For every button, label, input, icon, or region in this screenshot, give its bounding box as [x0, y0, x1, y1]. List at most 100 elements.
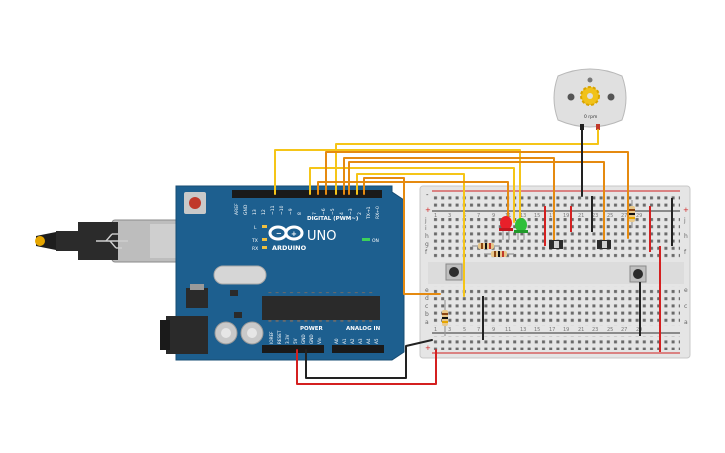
column-number: 1: [434, 213, 437, 219]
resistor-pulldown[interactable]: [442, 300, 448, 336]
pin-label: 4: [339, 212, 345, 215]
usb-cable-tip: [35, 236, 45, 246]
usb-cable: [56, 231, 82, 251]
row-letter: e: [425, 287, 429, 294]
row-letter: a: [684, 319, 688, 326]
reset-button[interactable]: [189, 197, 201, 209]
pin-label: RESET: [277, 330, 282, 344]
analog-pin-labels: A0 A1 A2 A3 A4 A5: [334, 338, 379, 344]
resistor[interactable]: [472, 243, 500, 249]
motor-terminal-negative[interactable]: [580, 124, 584, 130]
column-number: 3: [448, 327, 451, 333]
led-red[interactable]: [499, 216, 513, 240]
pin-label: GND: [309, 334, 314, 344]
column-number: 13: [520, 327, 526, 333]
motor-vent: [587, 77, 593, 83]
wires: [274, 129, 629, 385]
pin-label: GND: [301, 334, 306, 344]
column-number: 15: [534, 327, 540, 333]
top-power-rail[interactable]: [432, 194, 680, 208]
pushbutton[interactable]: [629, 265, 647, 283]
column-number: 23: [592, 213, 598, 219]
wire-orange[interactable]: [317, 181, 509, 223]
row-letter: j: [424, 217, 427, 224]
column-number: 17: [549, 327, 555, 333]
digital-pin-labels: AREF GND 13 12 ~11 ~10 ~9 8 7 ~6 ~5 4 ~3…: [234, 203, 381, 220]
column-number: 19: [563, 327, 569, 333]
wire-yellow[interactable]: [309, 167, 515, 223]
row-letter: j: [683, 217, 686, 224]
breadboard-components[interactable]: [442, 196, 673, 352]
column-number: 15: [534, 213, 540, 219]
motor-screw: [567, 93, 575, 101]
led-tx: [262, 238, 267, 241]
row-letter: c: [425, 303, 428, 310]
power-pin-labels: IOREF RESET 3.3V 5V GND GND Vin: [269, 330, 322, 344]
analog-header[interactable]: [332, 345, 384, 353]
wire-yellow-motor[interactable]: [335, 129, 599, 195]
wire-red-5v[interactable]: [296, 349, 437, 385]
pin-label: 3.3V: [285, 334, 290, 344]
bottom-power-rail[interactable]: [432, 336, 680, 350]
pin-label: ~5: [330, 208, 336, 215]
row-letter: f: [425, 249, 428, 256]
rail-minus-label: -: [426, 191, 429, 199]
smd-component: [234, 312, 242, 318]
digital-label: DIGITAL (PWM~): [307, 216, 359, 222]
chip-pins: [266, 292, 376, 324]
logo-plus: +: [291, 230, 297, 238]
pin-label: A3: [358, 338, 363, 344]
resistor-motor[interactable]: [629, 200, 635, 228]
pin-label: ~10: [279, 205, 285, 215]
wire-yellow[interactable]: [274, 149, 521, 223]
breadboard[interactable]: + - + + j i h g f e d c b a j h f e c a …: [419, 185, 691, 359]
column-number: 5: [463, 327, 466, 333]
slide-switch-knob[interactable]: [554, 241, 559, 248]
motor-speed-readout: 0 rpm: [584, 114, 597, 120]
power-header[interactable]: [262, 345, 324, 353]
logo-minus: −: [276, 230, 282, 238]
column-number: 3: [448, 213, 451, 219]
digital-header[interactable]: [232, 190, 382, 198]
row-letter: f: [684, 249, 687, 256]
wire-orange[interactable]: [325, 151, 629, 239]
slide-switch-knob[interactable]: [602, 241, 607, 248]
column-number: 9: [492, 327, 495, 333]
motor-terminal-positive[interactable]: [596, 124, 600, 130]
wire-orange-button[interactable]: [363, 177, 441, 295]
dc-motor[interactable]: 0 rpm: [553, 68, 627, 130]
resistor[interactable]: [484, 251, 514, 257]
pin-label: A2: [350, 338, 355, 344]
power-led: [362, 238, 370, 241]
row-letter: i: [425, 225, 427, 232]
capacitor-top: [247, 328, 257, 338]
wire-orange[interactable]: [348, 161, 605, 247]
upper-terminal-strip[interactable]: [432, 218, 680, 258]
pin-label: ~6: [321, 208, 327, 215]
crystal-oscillator: [213, 265, 267, 285]
arduino-logo-icon: [268, 225, 304, 241]
capacitor-top: [221, 328, 231, 338]
pushbutton[interactable]: [445, 263, 463, 281]
pin-label: 7: [312, 212, 318, 215]
pin-label: AREF: [234, 203, 240, 215]
wire-yellow-button[interactable]: [356, 173, 465, 297]
dc-power-jack[interactable]: [166, 316, 208, 354]
arduino-uno-board[interactable]: DIGITAL (PWM~) AREF GND 13 12 ~11 ~10 ~9…: [35, 185, 405, 361]
arduino-brand: ARDUINO: [272, 244, 307, 252]
led-label: L: [254, 225, 257, 231]
row-letter: h: [425, 233, 429, 240]
row-letter: d: [425, 295, 429, 302]
column-number: 13: [520, 213, 526, 219]
column-number: 29: [636, 213, 642, 219]
analog-label: ANALOG IN: [346, 326, 381, 332]
lower-terminal-strip[interactable]: [432, 286, 680, 326]
wire-orange[interactable]: [343, 157, 555, 247]
column-number: 21: [578, 327, 584, 333]
pin-label: ~11: [270, 205, 276, 215]
wire-black-gnd[interactable]: [305, 339, 433, 379]
column-number: 7: [477, 327, 480, 333]
pin-label: ~9: [288, 208, 294, 215]
led-green[interactable]: [514, 218, 528, 240]
